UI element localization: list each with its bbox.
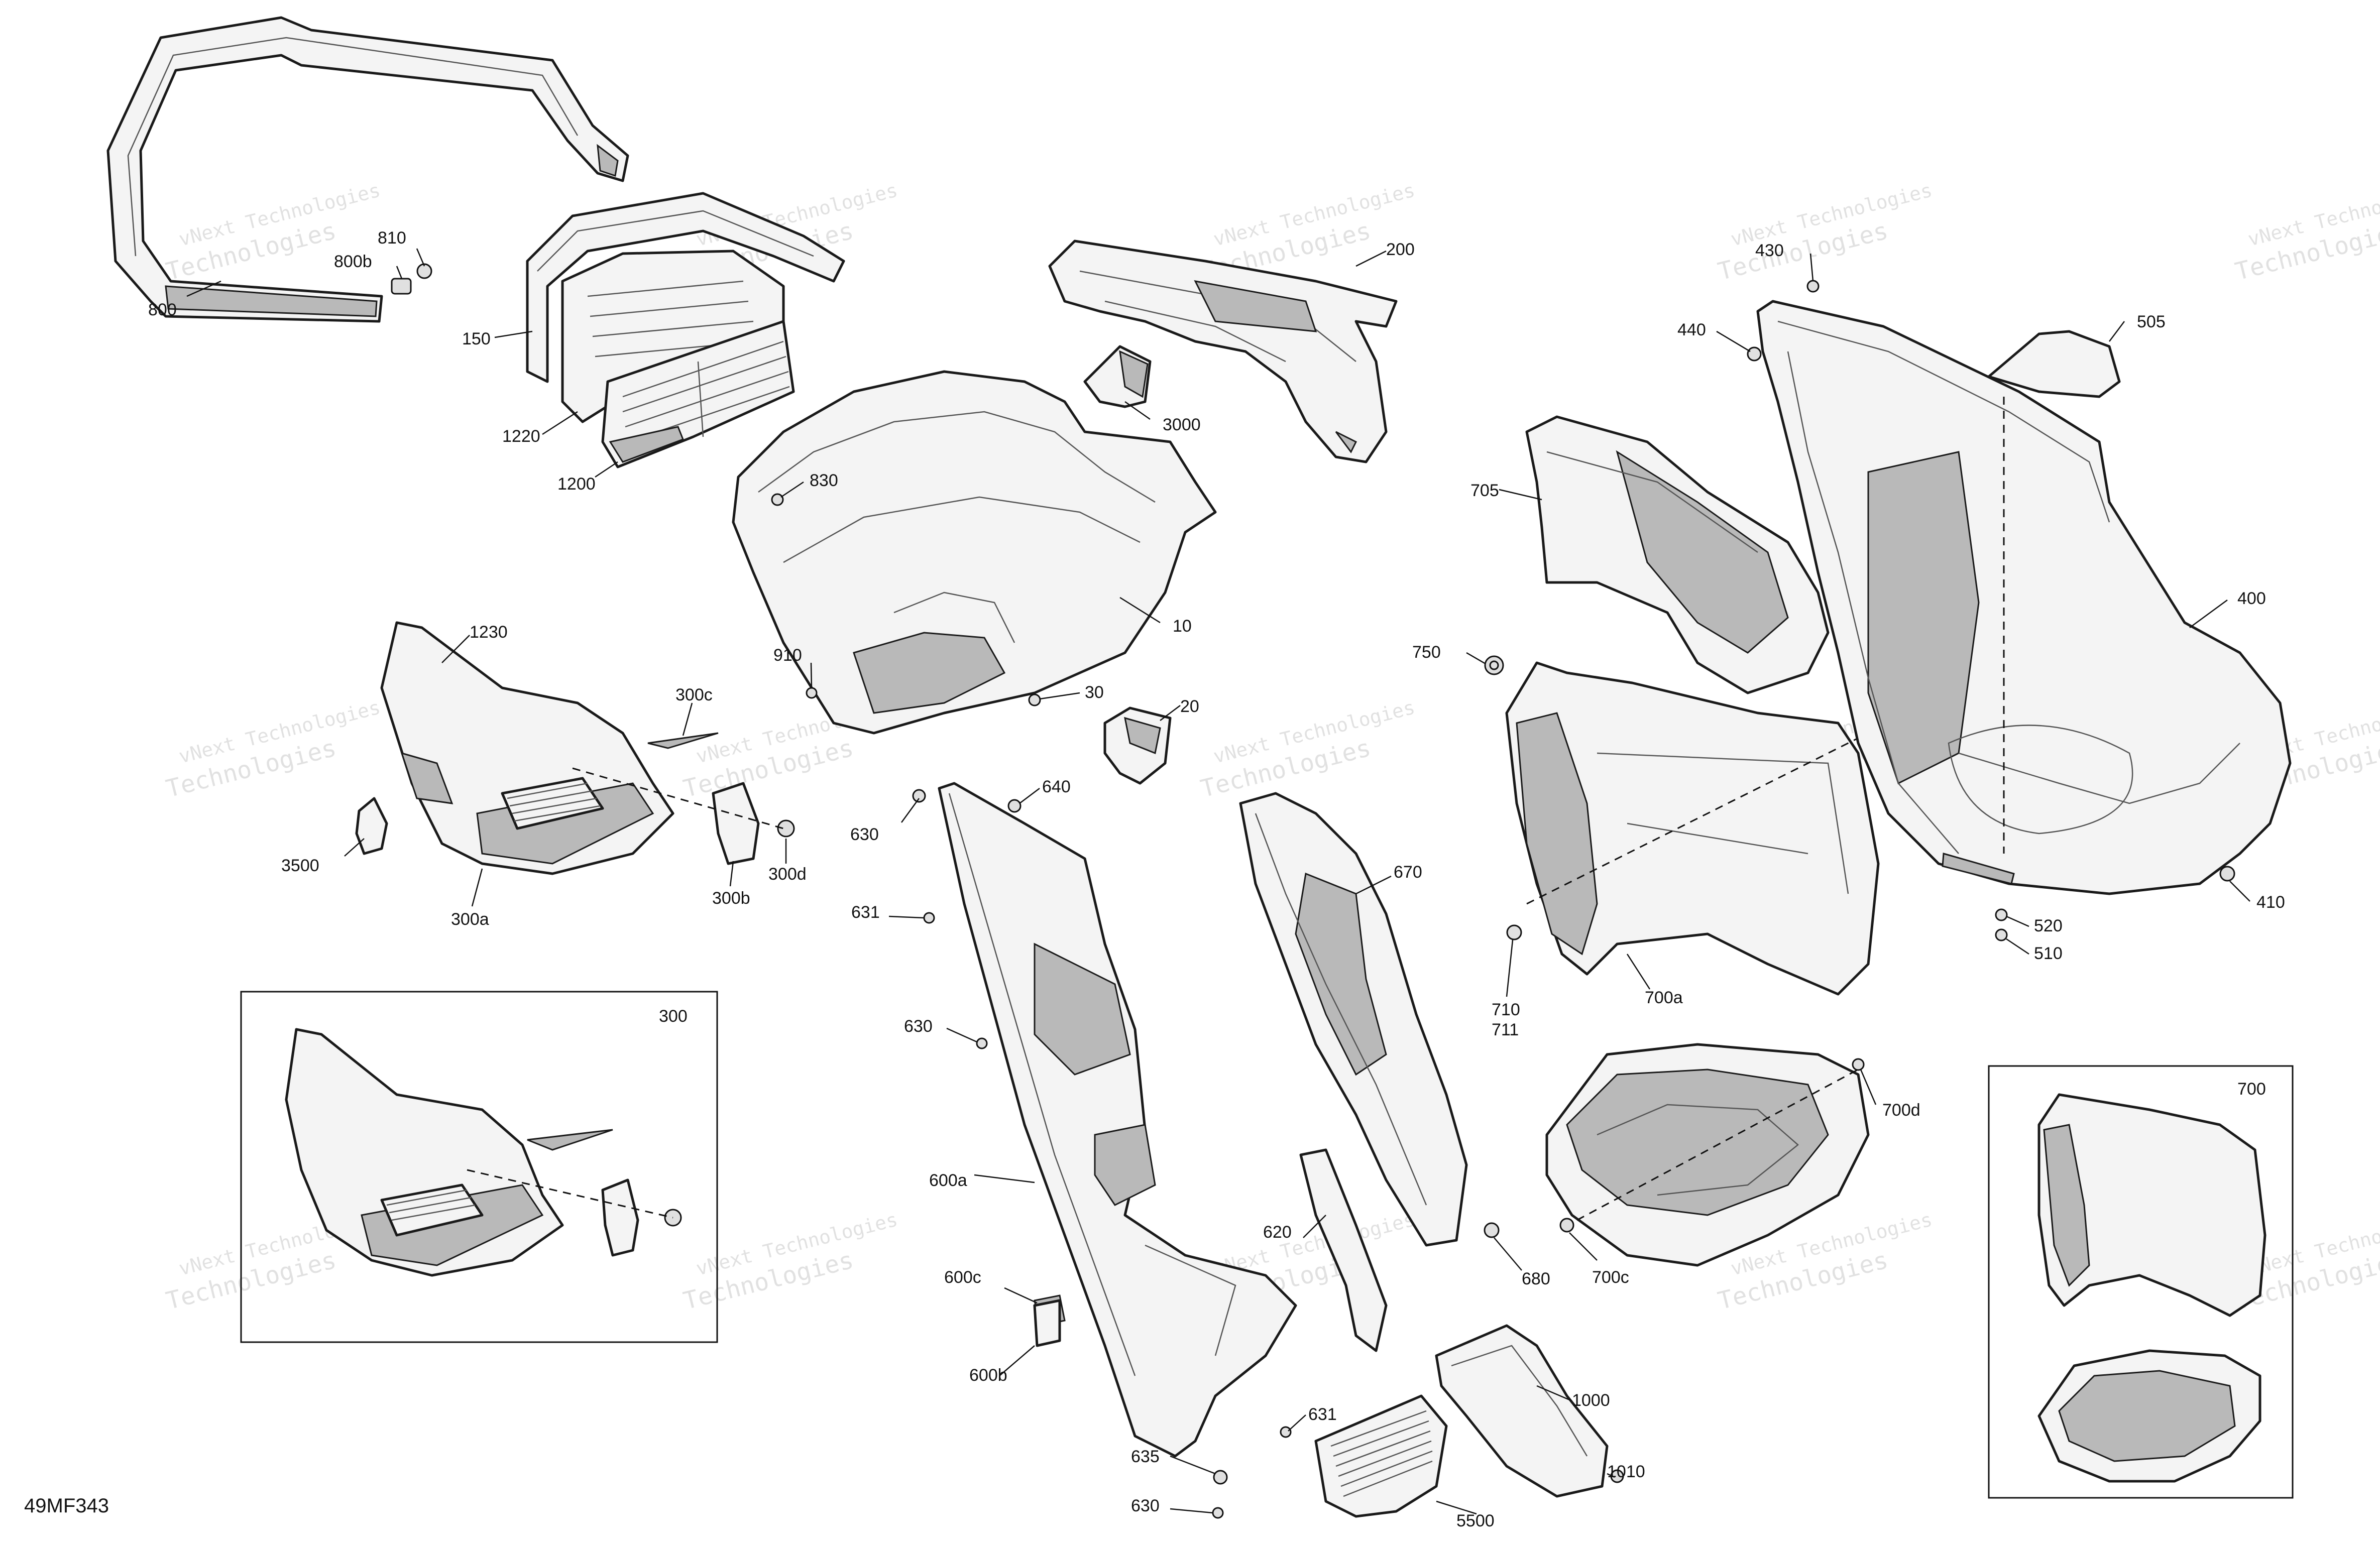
watermark: vNext Technologies Technologies [681, 1208, 900, 1315]
callout-631-top: 631 [851, 903, 880, 922]
callout-631-bottom: 631 [1308, 1405, 1337, 1424]
callout-630-top: 630 [850, 825, 879, 844]
callout-705: 705 [1470, 481, 1499, 500]
callout-3500: 3500 [281, 856, 319, 875]
inset-700-frame [1988, 1065, 2294, 1499]
part-3000-bracket [1083, 345, 1152, 408]
callout-labels: 800 810 800b 150 1220 1200 200 3000 830 … [148, 228, 2285, 1530]
callout-750: 750 [1412, 643, 1441, 662]
part-200-upper-panel [1048, 240, 1398, 463]
leader-lines [186, 248, 2250, 1515]
watermark: vNext Technologies Technologies [163, 696, 383, 803]
part-600c-600b-trim [1033, 1294, 1066, 1347]
callout-810: 810 [378, 228, 406, 248]
part-1200-vent-grille [601, 320, 795, 468]
callout-300c: 300c [675, 685, 713, 704]
part-20-clip [1103, 706, 1172, 785]
part-400-right-panel [1756, 300, 2292, 895]
inset-700 [1988, 1065, 2294, 1499]
callout-3000: 3000 [1163, 415, 1201, 434]
part-710-711-fastener [1506, 924, 1522, 940]
callout-5500: 5500 [1456, 1511, 1495, 1530]
callout-700a: 700a [1645, 988, 1683, 1007]
part-300d-fastener [777, 819, 795, 838]
part-5500-grille [1314, 1394, 1448, 1518]
part-800-grab-bar [106, 16, 629, 323]
callout-30: 30 [1085, 683, 1104, 702]
callout-800: 800 [148, 300, 177, 319]
part-700-lower-box [1545, 1043, 1870, 1267]
inset-300 [240, 991, 718, 1343]
callout-600c: 600c [944, 1268, 981, 1287]
callout-300d: 300d [768, 865, 807, 884]
callout-300: 300 [659, 1007, 688, 1026]
watermark: vNext Technologies Technologies [1198, 696, 1417, 803]
diagram-code: 49MF343 [24, 1495, 109, 1517]
callout-300b: 300b [712, 889, 750, 908]
part-750-fastener [1484, 655, 1504, 675]
part-600a-side-panel [938, 782, 1297, 1458]
callout-510: 510 [2034, 944, 2063, 963]
callout-1230: 1230 [470, 623, 508, 642]
part-300c-trim-strip [647, 732, 719, 749]
part-150-dash-bezel [526, 192, 845, 383]
part-3500-clip [355, 797, 388, 855]
callout-700c: 700c [1592, 1268, 1629, 1287]
callout-670: 670 [1394, 863, 1422, 882]
callout-430: 430 [1755, 241, 1784, 260]
part-705-heat-shield [1525, 415, 1830, 694]
callout-520: 520 [2034, 916, 2063, 935]
part-505-plate [1987, 330, 2121, 398]
callout-440: 440 [1677, 320, 1706, 339]
callout-910: 910 [773, 646, 802, 665]
callout-300a: 300a [451, 910, 489, 929]
part-700d-700c-fasteners [1559, 1058, 1865, 1233]
callout-10: 10 [1173, 617, 1192, 636]
part-430-440-410-520-510-fasteners [1747, 280, 2235, 941]
callout-800b: 800b [334, 252, 372, 271]
callout-630-bottom: 630 [1131, 1496, 1160, 1515]
callout-830: 830 [810, 471, 838, 490]
callout-600a: 600a [929, 1171, 967, 1190]
part-620-trim-strip [1299, 1148, 1388, 1352]
callout-700: 700 [2237, 1080, 2266, 1099]
watermark: vNext Technologies Technologies [2232, 179, 2380, 286]
assembly-line [1526, 732, 1869, 905]
part-830-910-30-fasteners [771, 493, 1041, 706]
callout-505: 505 [2137, 312, 2166, 331]
part-10-storage-bin [732, 370, 1217, 735]
callout-620: 620 [1263, 1223, 1292, 1242]
part-670-inner-panel [1239, 792, 1468, 1247]
callout-710: 710 [1492, 1000, 1520, 1019]
part-1000-lower-shell [1435, 1324, 1609, 1498]
part-810-800b-bolt [391, 263, 432, 295]
callout-700d: 700d [1882, 1101, 1920, 1120]
inset-300-frame [240, 991, 718, 1343]
callout-1010: 1010 [1607, 1462, 1645, 1481]
callout-1000: 1000 [1572, 1391, 1610, 1410]
callout-150: 150 [462, 329, 491, 348]
assembly-line [1576, 1069, 1859, 1221]
callout-680: 680 [1522, 1269, 1550, 1288]
part-300b-cover [712, 782, 760, 865]
callout-600b: 600b [969, 1366, 1007, 1385]
callout-630-mid: 630 [904, 1017, 933, 1036]
callout-410: 410 [2256, 893, 2285, 912]
part-630-631-640-635-fasteners [912, 789, 1292, 1519]
callout-400: 400 [2237, 589, 2266, 608]
callout-200: 200 [1386, 240, 1415, 259]
callout-640: 640 [1042, 777, 1071, 796]
part-300a-lower-console [380, 621, 674, 875]
part-680-fastener [1484, 1222, 1500, 1238]
part-700a-box-door [1505, 661, 1880, 996]
callout-1220: 1220 [502, 427, 540, 446]
callout-711: 711 [1492, 1020, 1519, 1039]
assembly-line [572, 767, 784, 829]
watermark: vNext Technologies Technologies [1715, 179, 1935, 286]
callout-635: 635 [1131, 1447, 1160, 1466]
callout-1200: 1200 [557, 474, 596, 494]
callout-20: 20 [1180, 697, 1199, 716]
